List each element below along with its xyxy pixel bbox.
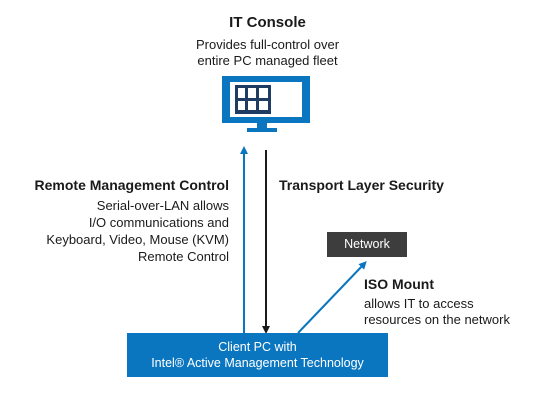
window-tile [248, 101, 256, 110]
window-sidebar [238, 101, 245, 110]
remote-management-line: I/O communications and [88, 215, 229, 230]
window-tile [259, 101, 268, 110]
client-pc-box: Client PC with Intel® Active Management … [127, 333, 388, 377]
iso-mount-arrow [297, 261, 367, 334]
monitor-icon [222, 76, 310, 132]
remote-management-title: Remote Management Control [34, 177, 229, 193]
monitor-base [247, 128, 277, 132]
iso-mount-title: ISO Mount [364, 276, 434, 292]
remote-management-line: Remote Control [137, 249, 229, 264]
window-tile [248, 88, 256, 98]
network-label: Network [344, 237, 390, 251]
remote-management-description: Serial-over-LAN allows I/O communication… [46, 197, 229, 265]
it-console-description-line: Provides full-control over [195, 37, 340, 52]
remote-management-line: Serial-over-LAN allows [96, 198, 229, 213]
client-pc-line: Client PC with [218, 340, 297, 354]
it-console-description: Provides full-control over entire PC man… [0, 37, 535, 69]
iso-mount-line: allows IT to access [364, 296, 474, 311]
window-tile [238, 88, 245, 98]
window-tile [259, 88, 268, 98]
transport-security-title: Transport Layer Security [279, 177, 444, 193]
iso-mount-line: resources on the network [364, 312, 510, 327]
iso-mount-description: allows IT to access resources on the net… [364, 296, 510, 328]
remote-management-line: Keyboard, Video, Mouse (KVM) [46, 232, 229, 247]
network-box: Network [327, 232, 407, 257]
monitor-neck [257, 123, 267, 128]
it-console-description-line: entire PC managed fleet [197, 53, 338, 68]
client-pc-line: Intel® Active Management Technology [151, 356, 364, 370]
it-console-title: IT Console [229, 14, 306, 31]
